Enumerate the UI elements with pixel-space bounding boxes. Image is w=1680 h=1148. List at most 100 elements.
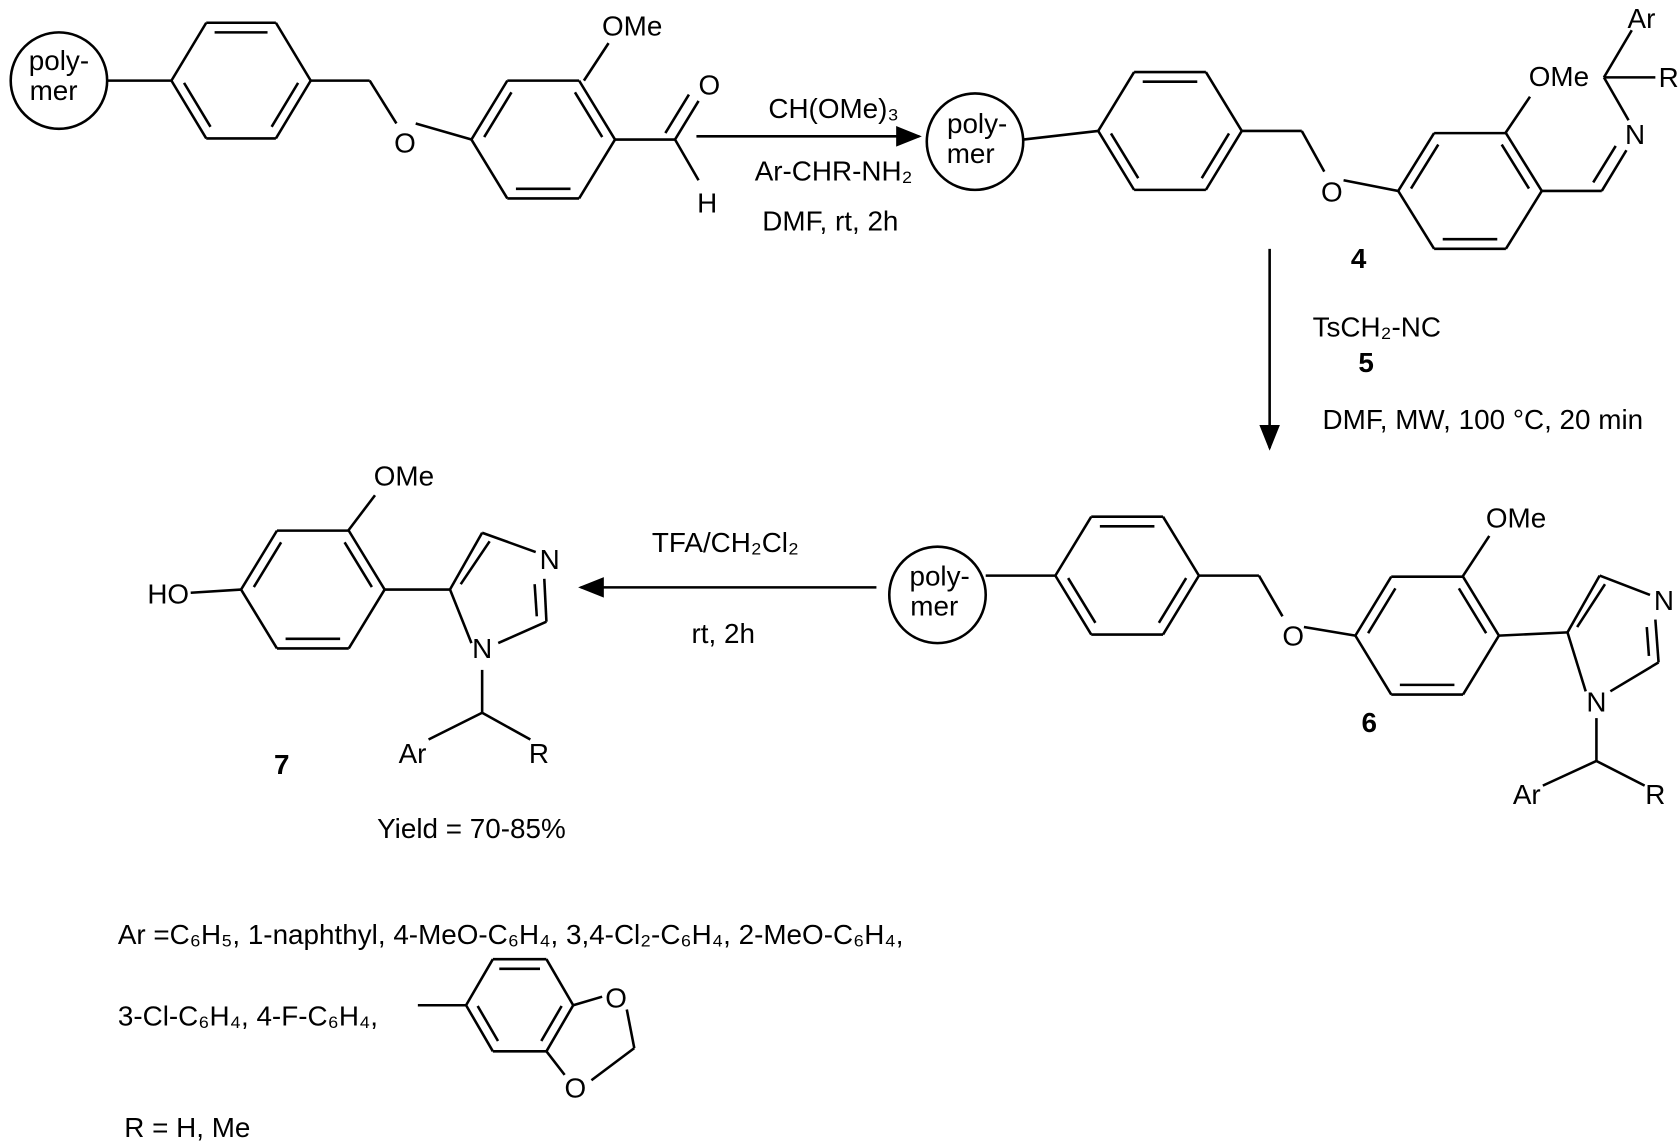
amine-label: Ar-CHR-NH₂ xyxy=(755,155,913,186)
bond xyxy=(170,79,208,140)
bond xyxy=(182,82,212,128)
ether-o-label: O xyxy=(394,127,416,158)
bond xyxy=(464,1004,494,1052)
bond xyxy=(1461,634,1501,696)
ome-label: OMe xyxy=(1486,502,1546,533)
hydroxyl-label: HO xyxy=(147,578,189,609)
bond xyxy=(673,100,700,141)
conditions-label: DMF, rt, 2h xyxy=(762,206,898,237)
dioxole-o-label: O xyxy=(565,1072,587,1103)
bond xyxy=(347,529,386,591)
bond xyxy=(545,1050,566,1076)
bond xyxy=(578,79,617,141)
bond xyxy=(239,588,279,650)
bond xyxy=(1602,76,1630,121)
bond xyxy=(540,1005,563,1042)
dioxole-o-label: O xyxy=(605,982,627,1013)
bond xyxy=(459,540,491,585)
imine-n-label: N xyxy=(1625,119,1645,150)
bond xyxy=(347,494,377,532)
compound-7-product: HO OMe N N Ar R 7 Yield = 70-85% xyxy=(147,461,565,845)
r-label: R xyxy=(1659,62,1679,93)
ar-definition-line-2: 3-Cl-C₆H₄, 4-F-C₆H₄, xyxy=(118,1001,378,1032)
bond xyxy=(1157,577,1188,624)
bond xyxy=(545,1004,575,1052)
bond xyxy=(368,79,398,125)
bond xyxy=(1500,143,1531,190)
starting-aldehyde: poly- mer OMe O O H xyxy=(9,11,720,218)
imidazole-n3-label: N xyxy=(1654,585,1674,616)
step3-arrow-group: TFA/CH₂Cl₂ rt, 2h xyxy=(578,527,877,649)
bond xyxy=(1595,759,1646,787)
bond xyxy=(1504,132,1543,192)
conditions-label: DMF, MW, 100 °C, 20 min xyxy=(1323,404,1644,435)
bond xyxy=(343,541,373,588)
ar-label: Ar xyxy=(399,738,427,769)
bond xyxy=(415,122,472,141)
bond xyxy=(1566,574,1601,634)
polymer-label: mer xyxy=(30,75,78,106)
bond xyxy=(1054,574,1093,636)
polymer-label: mer xyxy=(947,138,995,169)
bond xyxy=(274,22,312,82)
bond xyxy=(1461,576,1501,637)
bond xyxy=(1602,29,1633,79)
step2-arrow-group: TsCH₂-NC 5 DMF, MW, 100 °C, 20 min xyxy=(1259,248,1644,451)
bond xyxy=(1600,149,1628,192)
bond xyxy=(1504,190,1543,250)
bond xyxy=(1367,587,1397,634)
bond xyxy=(481,711,531,741)
bond xyxy=(239,529,279,591)
bond xyxy=(270,82,300,128)
bond xyxy=(170,22,208,82)
bond xyxy=(1023,129,1099,141)
polymer-label: poly- xyxy=(947,108,1007,139)
yield-label: Yield = 70-85% xyxy=(377,813,566,844)
bond xyxy=(1204,71,1243,132)
bond xyxy=(1200,132,1231,179)
r-label: R xyxy=(529,738,549,769)
bond xyxy=(470,79,509,141)
imidazole-n1-label: N xyxy=(472,633,492,664)
bond xyxy=(1409,143,1440,190)
bond xyxy=(673,138,700,181)
substituent-legend: Ar =C₆H₅, 1-naphthyl, 4-MeO-C₆H₄, 3,4-Cl… xyxy=(118,919,904,1143)
bond xyxy=(664,93,691,134)
compound-number: 4 xyxy=(1351,243,1367,274)
reagent-label: TsCH₂-NC xyxy=(1313,312,1441,343)
polymer-bead xyxy=(925,92,1025,192)
bond xyxy=(1303,625,1356,637)
bond xyxy=(1457,587,1488,634)
reagent-number: 5 xyxy=(1358,347,1374,378)
bond xyxy=(1067,577,1097,624)
bond xyxy=(347,588,386,650)
bond xyxy=(481,531,537,554)
bond xyxy=(1397,190,1436,250)
bond xyxy=(1300,130,1326,173)
bond xyxy=(590,1047,636,1082)
r-label: R xyxy=(1645,779,1665,810)
bond xyxy=(476,1005,500,1042)
compound-number: 7 xyxy=(274,749,290,780)
bond xyxy=(1599,574,1651,597)
bond xyxy=(1542,759,1597,787)
bond xyxy=(1257,574,1284,617)
compound-4-imine: poly- mer OMe O N Ar R 4 xyxy=(925,3,1679,274)
bond xyxy=(1161,574,1201,636)
ome-label: OMe xyxy=(1529,61,1589,92)
bond xyxy=(1343,178,1399,193)
conditions-label: rt, 2h xyxy=(691,618,754,649)
bond xyxy=(252,541,283,588)
step1-arrow-group: CH(OMe)₃ Ar-CHR-NH₂ DMF, rt, 2h xyxy=(696,93,922,237)
bond xyxy=(1204,130,1243,191)
bond xyxy=(572,995,603,1007)
ar-definition-line-1: Ar =C₆H₅, 1-naphthyl, 4-MeO-C₆H₄, 3,4-Cl… xyxy=(118,919,904,950)
polymer-label: poly- xyxy=(909,560,969,591)
bond xyxy=(625,1009,636,1049)
ome-label: OMe xyxy=(602,11,662,42)
bond xyxy=(1354,576,1393,637)
bond xyxy=(448,532,484,591)
bond xyxy=(1654,619,1660,663)
compound-6-imidazole-resin: poly- mer OMe O N N Ar R 6 xyxy=(888,502,1674,810)
polymer-bead xyxy=(888,545,987,645)
